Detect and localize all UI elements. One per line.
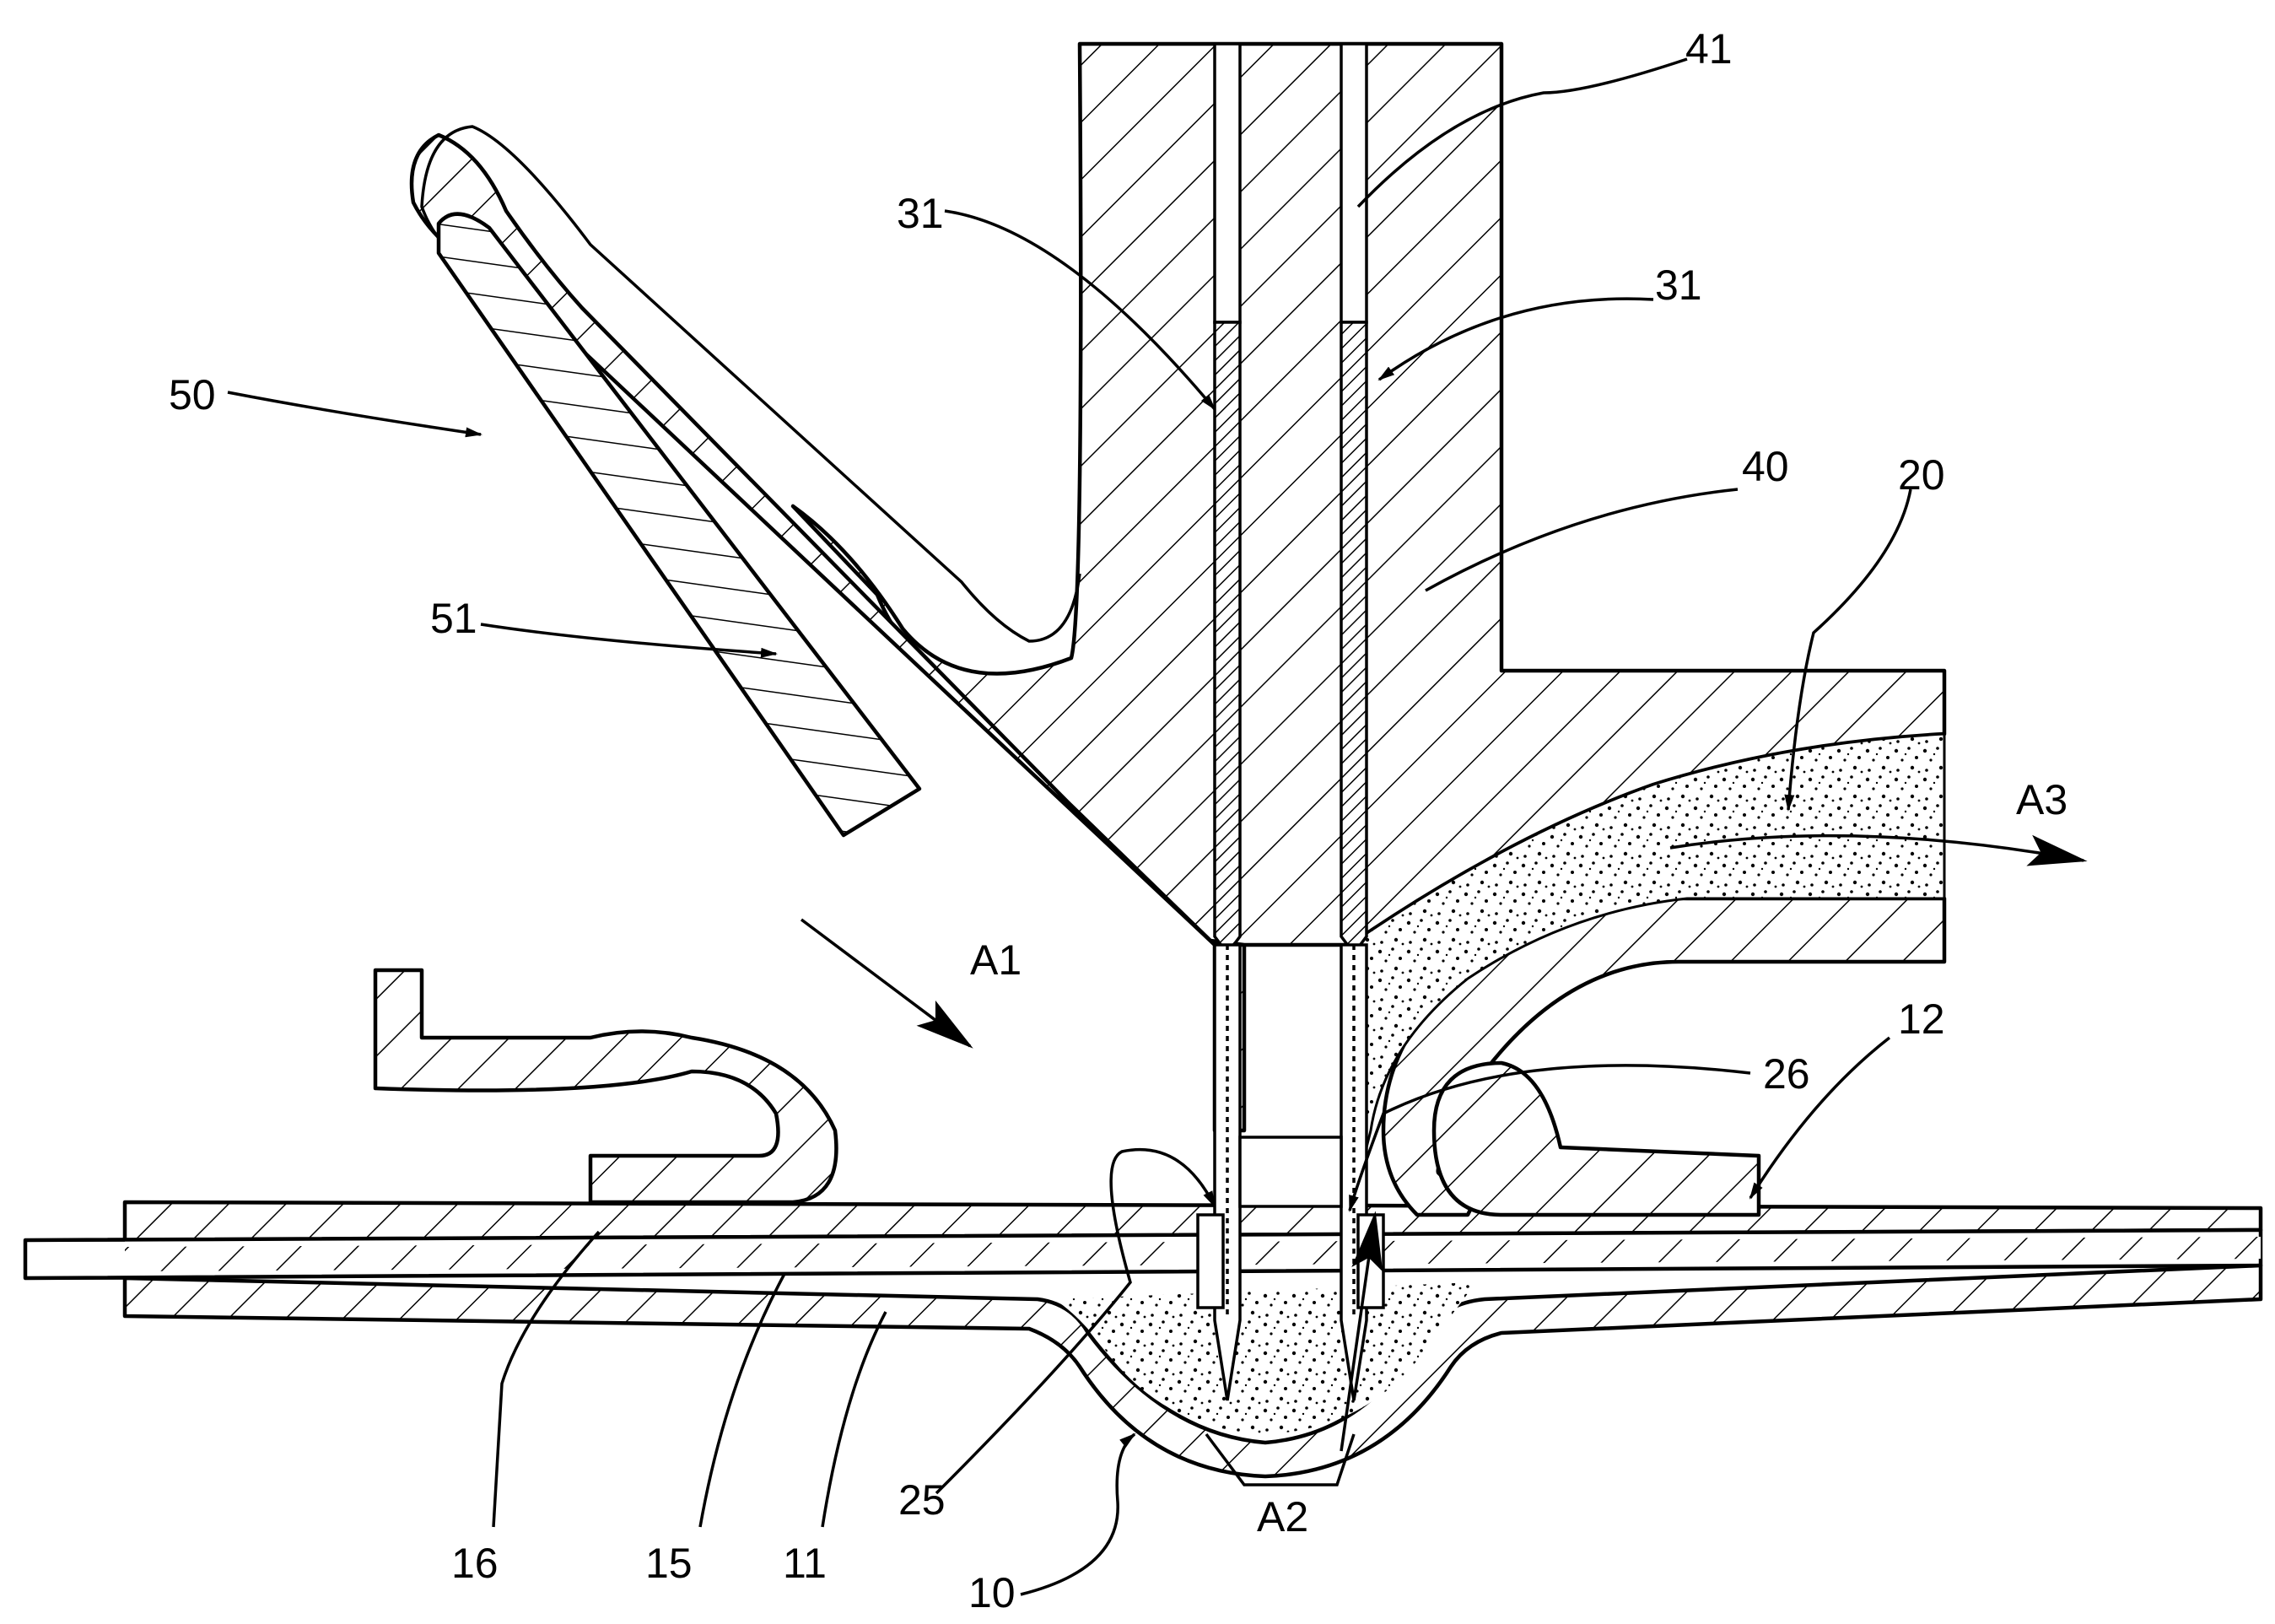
needle-collar: [1240, 1137, 1341, 1206]
needle-right-31: [1341, 322, 1367, 953]
label-50: 50: [169, 371, 216, 418]
label-10: 10: [968, 1569, 1016, 1616]
arrow-A1: [801, 920, 970, 1046]
label-15: 15: [645, 1540, 693, 1587]
label-11: 11: [783, 1540, 827, 1587]
label-A3: A3: [2016, 776, 2067, 823]
needle-right-bore: [1341, 44, 1367, 322]
label-16: 16: [451, 1540, 499, 1587]
label-A2: A2: [1257, 1493, 1308, 1540]
label-25: 25: [898, 1476, 946, 1524]
label-26: 26: [1763, 1050, 1810, 1098]
spring-arm-51: [439, 214, 919, 835]
label-20: 20: [1898, 451, 1945, 499]
left-latch: [375, 970, 836, 1202]
label-31-right: 31: [1655, 262, 1702, 309]
label-12: 12: [1898, 995, 1945, 1043]
outlet-hook: [1434, 1063, 1759, 1215]
label-40: 40: [1742, 443, 1789, 490]
label-A1: A1: [970, 936, 1022, 984]
label-41: 41: [1685, 25, 1733, 73]
label-51: 51: [430, 595, 477, 642]
label-31-left: 31: [897, 190, 944, 237]
needle-left-bore: [1215, 44, 1240, 322]
arm-outline-50: [422, 127, 1080, 641]
needle-left-31: [1215, 322, 1240, 953]
